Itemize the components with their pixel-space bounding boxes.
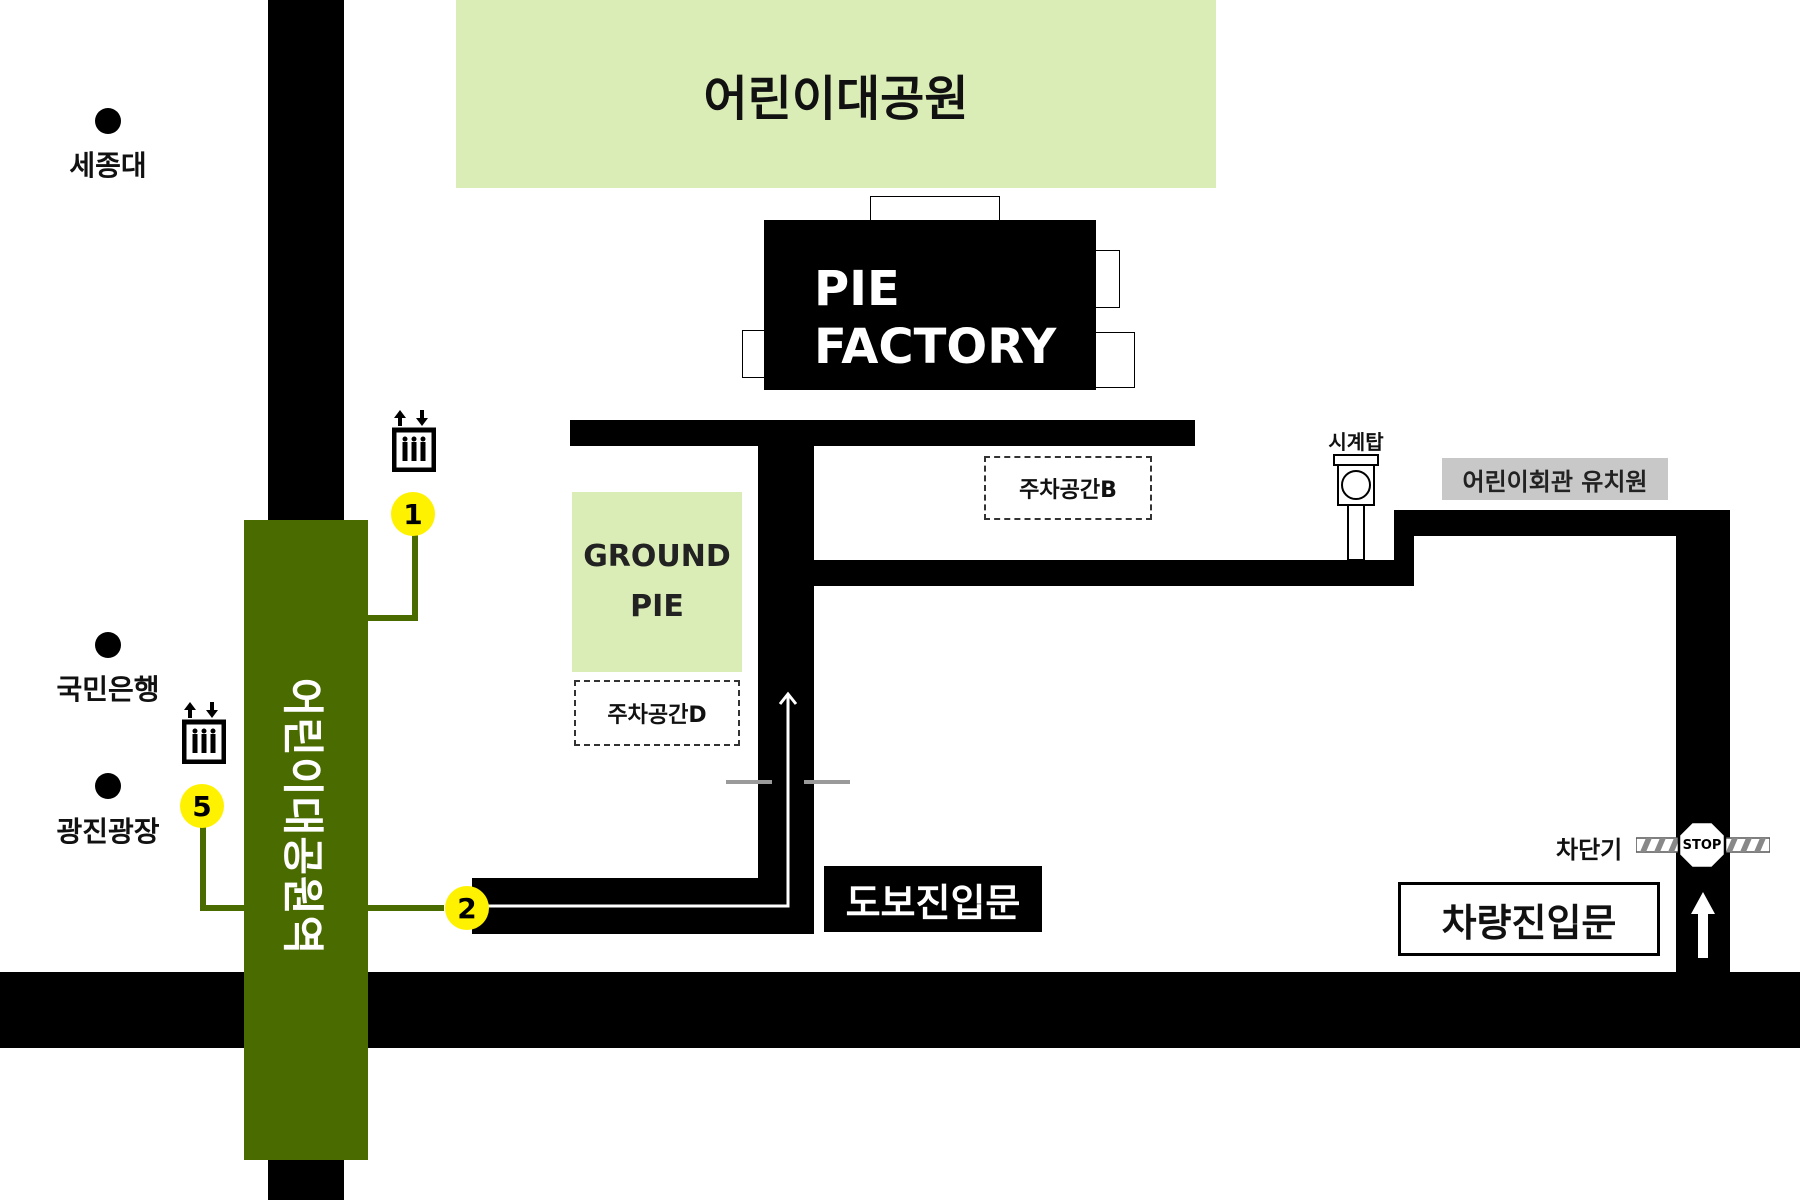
walk-entrance-text: 도보진입문 xyxy=(845,880,1021,925)
clock-tower-icon xyxy=(1333,454,1379,561)
pie-factory-label-2: FACTORY xyxy=(814,319,1057,375)
place-label-sejong: 세종대 xyxy=(69,149,147,182)
parking-space-b: 주차공간B xyxy=(984,456,1152,520)
park-area: 어린이대공원 xyxy=(456,0,1216,188)
ground-pie-label-2: PIE xyxy=(630,589,684,624)
elevator-icon xyxy=(182,702,226,764)
place-dot-sejong xyxy=(95,108,121,134)
stop-sign-icon: STOP xyxy=(1677,820,1727,870)
ground-pie-label-1: GROUND xyxy=(583,539,731,574)
building-annex-left xyxy=(742,330,766,378)
road-horizontal-right xyxy=(1394,510,1730,536)
place-dot-kookmin xyxy=(95,632,121,658)
park-label: 어린이대공원 xyxy=(703,71,969,127)
place-dot-gwangjin xyxy=(95,773,121,799)
car-entrance-text: 차량진입문 xyxy=(1441,900,1617,945)
road-horizontal-top xyxy=(570,420,1195,446)
gate-marker-right xyxy=(804,780,850,784)
building-annex-top xyxy=(870,196,1000,222)
arrow-up-icon xyxy=(1691,892,1715,958)
place-label-kookmin: 국민은행 xyxy=(56,673,160,706)
clock-tower-label: 시계탑 xyxy=(1328,430,1384,454)
exit-1-badge: 1 xyxy=(391,492,435,536)
car-entrance-label: 차량진입문 xyxy=(1398,882,1660,956)
ground-pie-building: GROUND PIE xyxy=(572,492,742,672)
kindergarten-text: 어린이회관 유치원 xyxy=(1462,467,1648,496)
kindergarten-label: 어린이회관 유치원 xyxy=(1442,458,1668,500)
parking-b-label: 주차공간B xyxy=(1019,478,1117,503)
station-building xyxy=(244,520,368,1160)
exit-5-badge: 5 xyxy=(180,784,224,828)
walk-entrance-label: 도보진입문 xyxy=(824,866,1042,932)
pie-factory-label-1: PIE xyxy=(814,261,900,317)
road-horizontal-middle xyxy=(814,560,1414,586)
barrier-label: 차단기 xyxy=(1556,836,1623,864)
pie-factory-building: PIE FACTORY xyxy=(764,220,1096,390)
place-label-gwangjin: 광진광장 xyxy=(56,815,160,848)
stop-sign-text: STOP xyxy=(1682,837,1722,853)
elevator-icon xyxy=(392,410,436,472)
exit-2-badge: 2 xyxy=(445,886,489,930)
building-annex-right-2 xyxy=(1092,332,1135,388)
